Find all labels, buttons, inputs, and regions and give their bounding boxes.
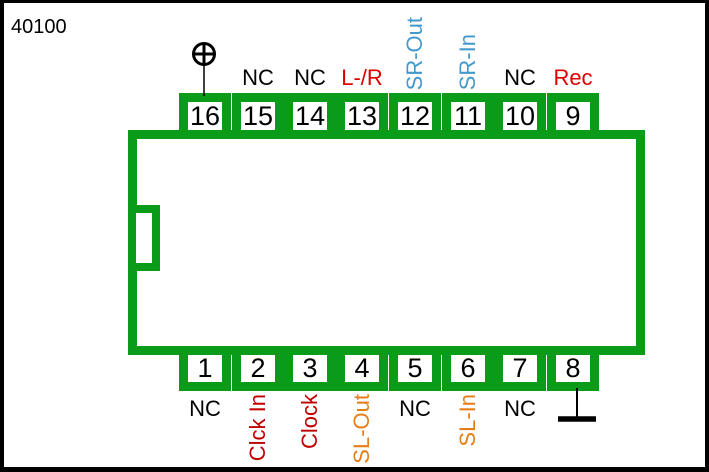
pin-14-number: 14 (294, 100, 326, 131)
pin-14-label: NC (294, 65, 326, 90)
pin-11-number: 11 (453, 100, 483, 131)
pin-13-number: 13 (346, 100, 378, 131)
pin-7-number: 7 (512, 353, 528, 383)
pin-12-label: SR-Out (402, 16, 427, 90)
pin-1-number: 1 (197, 353, 213, 383)
pin-13-label: L-/R (341, 65, 383, 90)
pin-5-number: 5 (407, 353, 423, 383)
pin-2-label: Clck In (245, 394, 270, 462)
part-number-label: 40100 (11, 16, 67, 38)
pin-10-number: 10 (504, 100, 536, 131)
pin-7-label: NC (504, 396, 536, 421)
pin-12-number: 12 (399, 100, 431, 131)
pin-4-number: 4 (354, 353, 370, 383)
power-icon (192, 42, 216, 96)
pin-6-number: 6 (460, 353, 476, 383)
pin-9-label: Rec (553, 65, 593, 90)
pin-3-label: Clock (297, 394, 322, 450)
pin-15-number: 15 (242, 100, 274, 131)
pin-9-number: 9 (565, 100, 581, 131)
ic-body (128, 130, 645, 355)
ground-icon (558, 388, 596, 422)
pin-2-number: 2 (250, 353, 266, 383)
pin-1-label: NC (189, 396, 221, 421)
pin-5-label: NC (399, 396, 431, 421)
pin1-notch-indicator (128, 205, 160, 271)
pin-4-label: SL-Out (349, 394, 374, 464)
pin-8-number: 8 (565, 353, 581, 383)
pin-10-label: NC (504, 65, 536, 90)
pin-15-label: NC (242, 65, 274, 90)
pin-3-number: 3 (302, 353, 318, 383)
pin-11-label: SR-In (455, 33, 480, 90)
pin-16-number: 16 (189, 100, 221, 131)
pin-6-label: SL-In (455, 394, 480, 447)
